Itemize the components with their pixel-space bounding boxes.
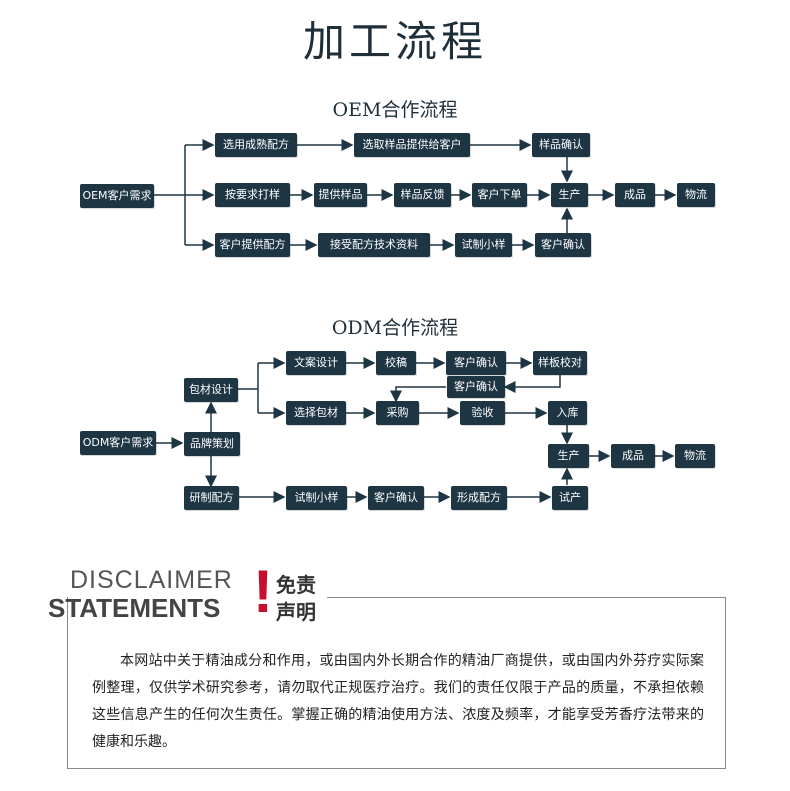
odm-proof-check-node: 样板校对 <box>533 351 587 375</box>
disclaimer-mark: ! <box>253 558 273 625</box>
oem-accept-formula-node: 接受配方技术资料 <box>318 233 430 257</box>
page-title: 加工流程 <box>302 17 487 66</box>
odm-trial-production-node: 试产 <box>552 486 588 510</box>
odm-warehouse-node: 入库 <box>548 401 587 425</box>
disclaimer-cn-line2: 声明 <box>276 600 316 624</box>
oem-start-node: OEM客户需求 <box>80 184 154 208</box>
oem-customer-confirm-node: 客户确认 <box>535 233 591 257</box>
odm-select-packaging-node: 选择包材 <box>286 401 346 425</box>
odm-inspect-node: 验收 <box>460 401 505 425</box>
odm-proofread-node: 校稿 <box>376 351 416 375</box>
odm-customer-confirm-2-node: 客户确认 <box>447 376 505 398</box>
odm-customer-confirm-1-node: 客户确认 <box>446 351 506 375</box>
oem-provide-sample-node: 提供样品 <box>314 183 367 207</box>
odm-packaging-design-node: 包材设计 <box>184 378 238 402</box>
oem-customer-formula-node: 客户提供配方 <box>215 233 290 257</box>
oem-finished-node: 成品 <box>615 183 655 207</box>
oem-select-sample-node: 选取样品提供给客户 <box>354 133 470 157</box>
oem-production-node: 生产 <box>551 183 588 207</box>
odm-start-node: ODM客户需求 <box>80 431 156 455</box>
oem-logistics-node: 物流 <box>677 183 715 207</box>
odm-copy-design-node: 文案设计 <box>286 351 346 375</box>
odm-subtitle: ODM合作流程 <box>331 317 459 339</box>
odm-customer-confirm-3-node: 客户确认 <box>368 486 424 510</box>
disclaimer-frame-top <box>327 597 725 598</box>
odm-trial-batch-node: 试制小样 <box>286 486 347 510</box>
odm-purchase-node: 采购 <box>376 401 419 425</box>
odm-production-node: 生产 <box>548 444 589 468</box>
oem-customer-order-node: 客户下单 <box>472 183 527 207</box>
disclaimer-text: 本网站中关于精油成分和作用，或由国内外长期合作的精油厂商提供，或由国内外芬疗实际… <box>92 653 704 750</box>
oem-sample-confirm-node: 样品确认 <box>532 133 590 157</box>
oem-custom-sample-node: 按要求打样 <box>215 183 290 207</box>
odm-logistics-node: 物流 <box>675 444 715 468</box>
odm-final-formula-node: 形成配方 <box>451 486 507 510</box>
disclaimer-en-line1: DISCLAIMER <box>70 566 233 594</box>
oem-subtitle: OEM合作流程 <box>332 99 458 121</box>
odm-finished-node: 成品 <box>611 444 655 468</box>
odm-brand-plan-node: 品牌策划 <box>184 432 240 456</box>
disclaimer-en-line2: STATEMENTS <box>48 593 221 623</box>
oem-select-formula-node: 选用成熟配方 <box>215 133 297 157</box>
disclaimer-cn-line1: 免责 <box>276 573 316 597</box>
oem-trial-batch-node: 试制小样 <box>455 233 512 257</box>
odm-develop-formula-node: 研制配方 <box>184 486 239 510</box>
disclaimer-frame <box>67 597 726 769</box>
oem-sample-feedback-node: 样品反馈 <box>394 183 451 207</box>
